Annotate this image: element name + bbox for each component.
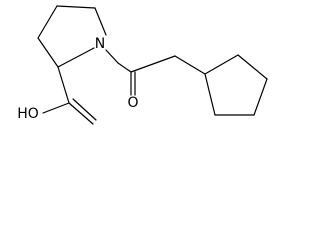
bond-n-c2	[105, 49, 119, 64]
bond-cp5-cp1	[204, 73, 216, 116]
bond-carboxyl-o-double-2	[72, 98, 97, 121]
acetyl-linker	[117, 55, 206, 96]
bond-ch2-cyclopentyl	[174, 55, 206, 75]
cyclopentane-ring	[204, 54, 268, 116]
nitrogen-label: N	[95, 36, 105, 52]
bond-c2-n	[57, 47, 95, 68]
bond-c3-c2	[37, 37, 59, 68]
carboxylic-acid-group	[42, 66, 97, 125]
chemical-structure: N O HO	[17, 5, 268, 125]
pyrrolidine-ring	[37, 5, 119, 68]
bond-cp2-cp3	[237, 54, 268, 80]
bond-carboxyl-oh	[42, 102, 70, 114]
bond-c2-carboxyl	[57, 66, 70, 104]
hydroxyl-label: HO	[17, 106, 39, 122]
atom-labels: N O HO	[17, 36, 138, 122]
bond-c5-c4	[56, 5, 96, 9]
bond-cp1-cp2	[204, 54, 239, 75]
bond-n-carbonyl	[117, 62, 132, 73]
bond-c4-c3	[37, 5, 58, 39]
bond-n-c5	[94, 7, 107, 36]
bond-cp3-cp4	[253, 78, 268, 116]
bond-carboxyl-o-double-1	[68, 102, 94, 125]
carbonyl-oxygen-label: O	[127, 95, 138, 111]
bond-carbonyl-ch2	[130, 55, 176, 73]
